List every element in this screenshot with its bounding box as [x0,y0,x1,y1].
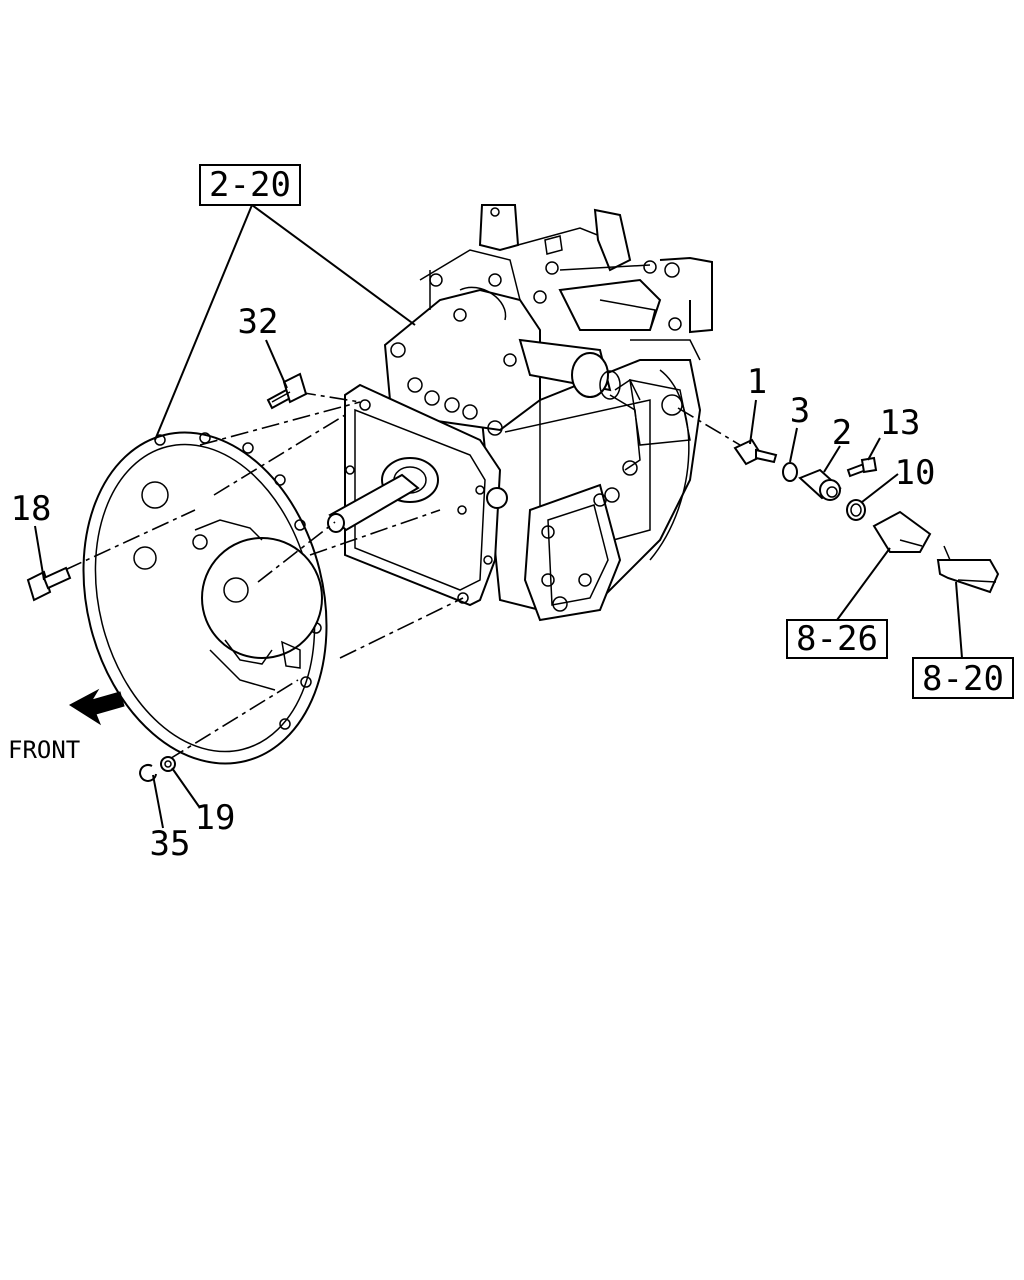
speed-sensor-parts [733,438,1000,594]
front-arrow-icon [69,688,125,726]
callout-32: 32 [238,302,279,342]
reference-label-8-26: 8-26 [796,619,878,659]
callout-3: 3 [790,391,810,431]
callout-13: 13 [880,403,921,443]
flywheel-housing [82,431,328,765]
ring-35-19 [139,756,176,782]
reference-label-2-20: 2-20 [209,165,291,205]
front-label: FRONT [8,736,80,764]
callout-35: 35 [150,824,191,864]
bolt-32 [266,372,308,410]
callout-2: 2 [832,413,852,453]
callout-10: 10 [895,453,936,493]
assembly-lines [64,391,741,761]
leader-lines [34,204,963,829]
callout-18: 18 [11,489,52,529]
bolt-18 [26,566,72,602]
reference-box-8-26: 8-26 [786,619,888,659]
reference-label-8-20: 8-20 [922,659,1004,699]
reference-box-2-20: 2-20 [199,164,301,206]
transmission-case [327,204,713,622]
callout-1: 1 [747,362,767,402]
reference-box-8-20: 8-20 [912,657,1014,699]
callout-19: 19 [195,798,236,838]
